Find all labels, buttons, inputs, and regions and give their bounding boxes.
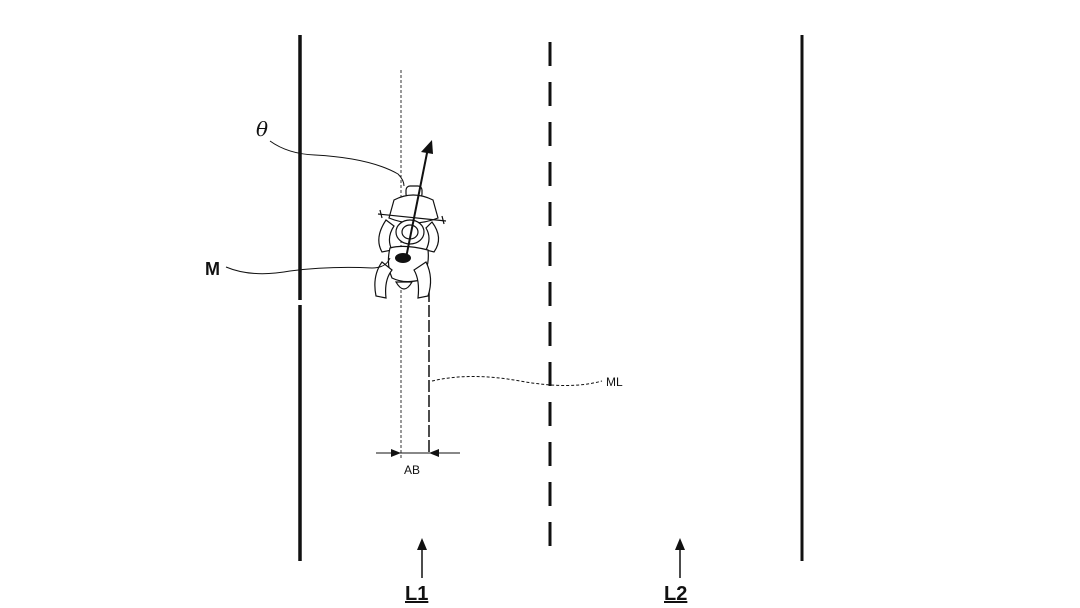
heading-arrow bbox=[405, 140, 433, 259]
motorcycle-top-view bbox=[374, 185, 447, 299]
motorcycle-line-label: ML bbox=[606, 375, 623, 389]
lane-1-direction-arrow bbox=[417, 538, 427, 578]
lane-2-direction-arrow bbox=[675, 538, 685, 578]
theta-leader-line bbox=[269, 140, 405, 187]
center-of-gravity-marker bbox=[395, 253, 411, 263]
motorcycle-line-leader bbox=[431, 376, 603, 386]
lane-1-label: L1 bbox=[405, 583, 428, 605]
offset-dimension bbox=[376, 449, 460, 457]
motorcycle-label: M bbox=[205, 259, 220, 279]
theta-label: θ bbox=[256, 117, 268, 141]
motorcycle-leader-line bbox=[225, 257, 391, 275]
offset-label: AB bbox=[404, 463, 420, 477]
lane-2-label: L2 bbox=[664, 583, 687, 605]
